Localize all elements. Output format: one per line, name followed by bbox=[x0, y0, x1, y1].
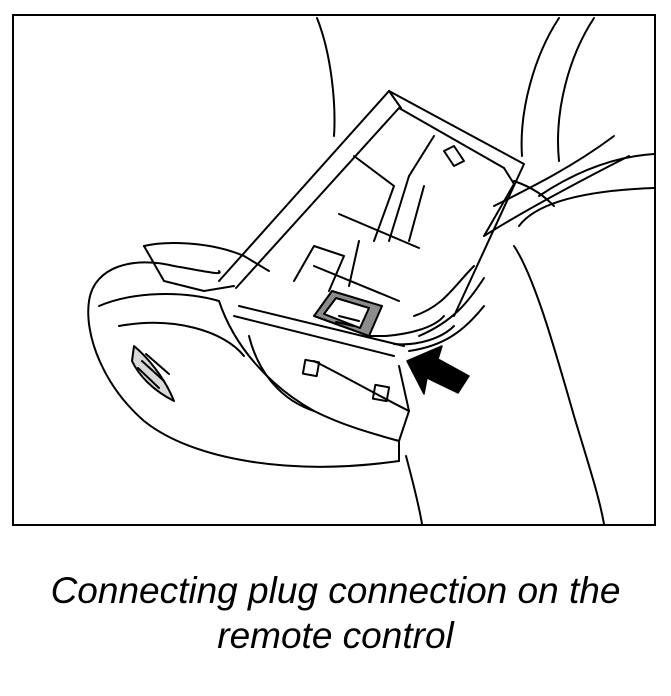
caption-line-2: remote control bbox=[217, 615, 454, 656]
grip-ribs bbox=[131, 345, 175, 402]
remote-control-illustration bbox=[87, 17, 654, 524]
caption-line-1: Connecting plug connection on the bbox=[50, 570, 621, 611]
remote-control-housing bbox=[87, 242, 410, 468]
connector-plug bbox=[313, 290, 387, 337]
steering-column-trim bbox=[316, 17, 654, 524]
illustration-frame bbox=[12, 14, 656, 526]
figure-caption: Connecting plug connection on the remote… bbox=[0, 568, 671, 658]
arrow-pointing-to-plug-icon bbox=[406, 345, 470, 395]
connector-bracket bbox=[218, 90, 525, 403]
